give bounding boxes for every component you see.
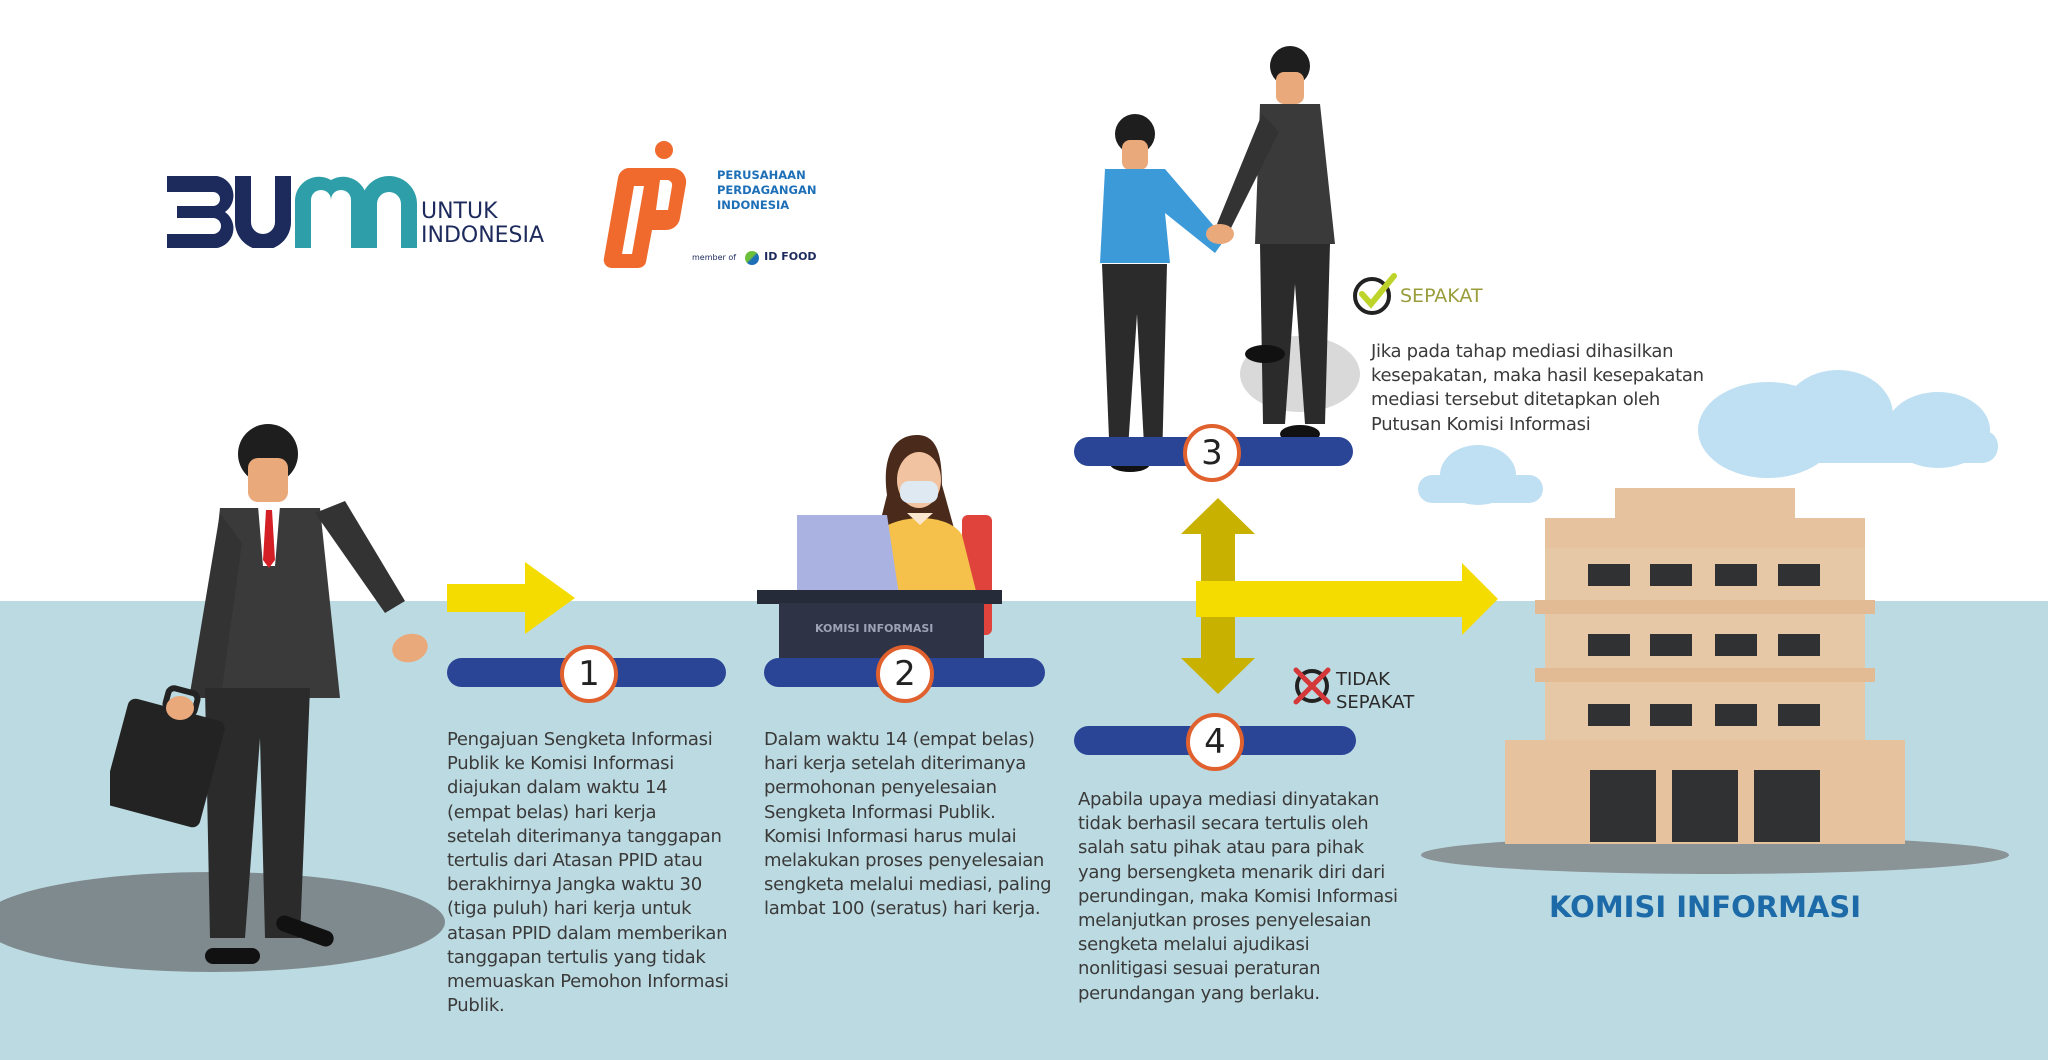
x-circle-icon: [1293, 667, 1331, 705]
arrow-right-to-building-icon: [1196, 563, 1498, 635]
step-4-outcome-2: SEPAKAT: [1336, 692, 1415, 713]
bumn-tagline-2: INDONESIA: [421, 223, 545, 248]
ppi-line-3: INDONESIA: [717, 198, 790, 212]
check-circle-icon: [1353, 273, 1397, 315]
step-4-outcome-1: TIDAK: [1336, 669, 1390, 690]
step-3-text: Jika pada tahap mediasi dihasilkan kesep…: [1371, 341, 1704, 435]
idfood-icon: [744, 250, 759, 265]
ppi-line-1: PERUSAHAAN: [717, 168, 806, 182]
step-4-outcome: TIDAK SEPAKAT: [1336, 668, 1414, 714]
step-1-text: Pengajuan Sengketa Informasi Publik ke K…: [447, 729, 729, 1017]
ppi-logo-mark: [603, 141, 687, 269]
officer-at-desk-illustration: KOMISI INFORMASI: [757, 435, 1002, 663]
step-4-text: Apabila upaya mediasi dinyatakan tidak b…: [1078, 789, 1398, 1004]
ppi-logo: PERUSAHAAN PERDAGANGAN INDONESIA member …: [600, 140, 830, 275]
step-2-text: Dalam waktu 14 (empat belas) hari kerja …: [764, 729, 1052, 920]
step-1-number: 1: [560, 645, 618, 703]
bumn-tagline-1: UNTUK: [421, 199, 498, 224]
step-3-number: 3: [1183, 424, 1241, 482]
komisi-informasi-building-illustration: [1505, 488, 1905, 844]
idfood-label: ID FOOD: [764, 250, 817, 263]
building-label: KOMISI INFORMASI: [1549, 890, 1862, 924]
ppi-line-2: PERDAGANGAN: [717, 183, 817, 197]
arrow-right-icon: [447, 562, 575, 634]
handshake-illustration: [1100, 46, 1360, 472]
step-2-number: 2: [876, 645, 934, 703]
desk-label: KOMISI INFORMASI: [815, 622, 933, 635]
businessman-illustration: [110, 424, 428, 964]
step-3-outcome: SEPAKAT: [1400, 285, 1483, 307]
step-4-number: 4: [1186, 713, 1244, 771]
clouds-illustration: [1418, 370, 1998, 505]
bumn-logo-mark: [167, 176, 417, 250]
ppi-member-of: member of: [692, 253, 737, 262]
bumn-logo: UNTUK INDONESIA: [167, 172, 547, 252]
